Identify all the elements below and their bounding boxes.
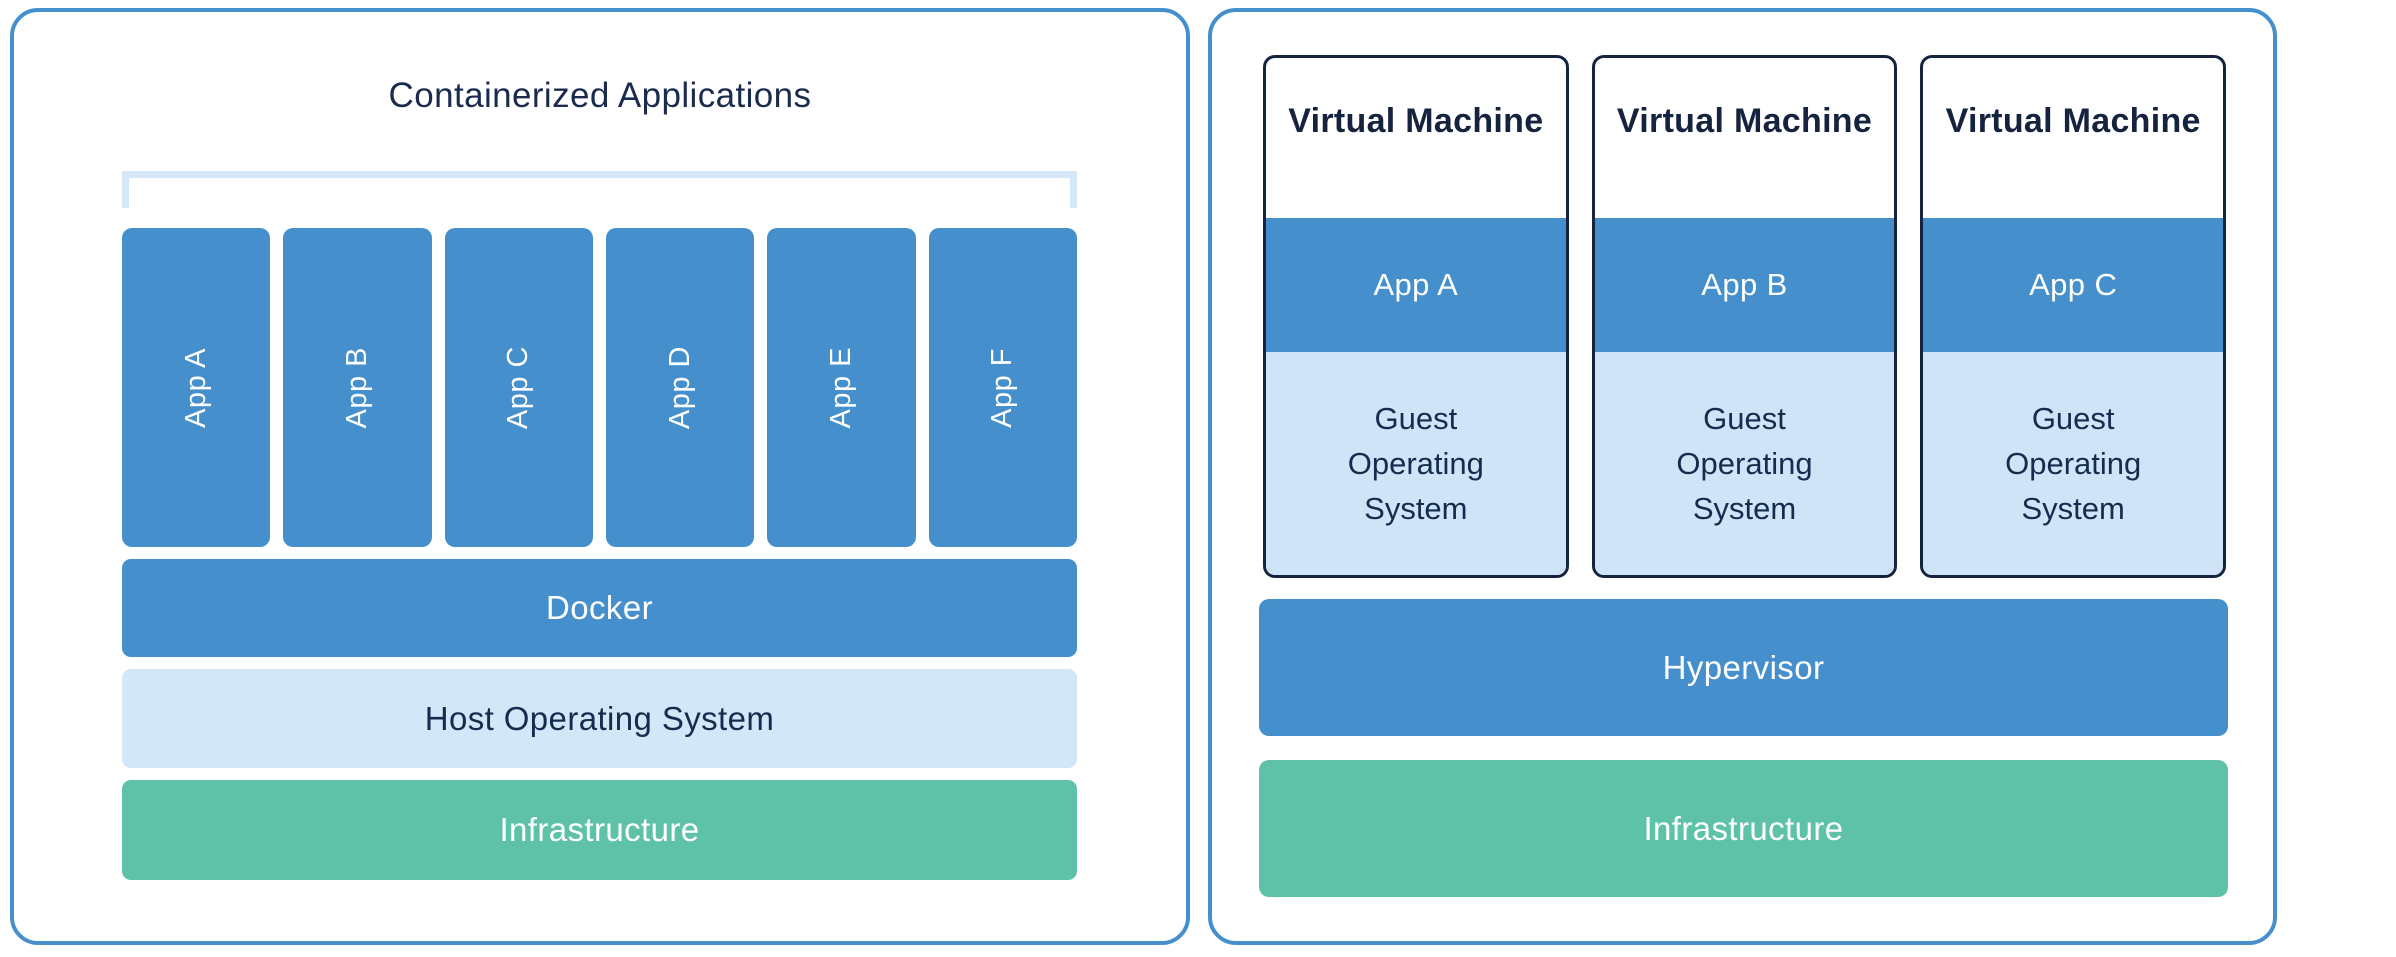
vm-card-2-guest-os-label: Guest Operating System: [1676, 401, 1813, 526]
container-group-bracket-icon: [122, 171, 1077, 208]
vm-card-3-guest-os: Guest Operating System: [1923, 352, 2224, 575]
vm-card-1-title: Virtual Machine: [1288, 102, 1544, 140]
vm-card-3-title: Virtual Machine: [1945, 102, 2201, 140]
container-app-d: App D: [605, 228, 755, 547]
vm-card-2-title: Virtual Machine: [1616, 102, 1873, 140]
vm-card-3: Virtual Machine App C Guest Operating Sy…: [1920, 55, 2227, 578]
container-apps-row: App A App B App C App D App E App F: [122, 228, 1077, 547]
container-app-c-label: App C: [502, 345, 535, 430]
vm-card-1-guest-os: Guest Operating System: [1266, 352, 1566, 575]
infrastructure-layer-right: Infrastructure: [1259, 760, 2228, 897]
container-app-e: App E: [767, 228, 916, 547]
container-app-b-label: App B: [340, 346, 373, 429]
virtual-machines-panel: Virtual Machine App A Guest Operating Sy…: [1208, 8, 2277, 945]
vm-card-1-app: App A: [1266, 218, 1566, 352]
containers-panel: Containerized Applications App A App B A…: [10, 8, 1190, 945]
vm-card-2-app: App B: [1594, 218, 1895, 352]
vm-card-2-guest-os: Guest Operating System: [1594, 352, 1895, 575]
container-app-a-label: App A: [179, 347, 212, 428]
vm-card-3-app: App C: [1923, 218, 2224, 352]
vm-card-2: Virtual Machine App B Guest Operating Sy…: [1591, 55, 1898, 578]
container-app-a: App A: [122, 228, 271, 547]
container-app-e-label: App E: [824, 346, 857, 429]
host-operating-system-layer: Host Operating System: [122, 669, 1077, 768]
container-app-c: App C: [444, 228, 593, 547]
containers-panel-title: Containerized Applications: [388, 76, 812, 115]
vm-card-1-guest-os-label: Guest Operating System: [1347, 401, 1484, 526]
vm-card-3-guest-os-label: Guest Operating System: [2005, 401, 2142, 526]
docker-layer: Docker: [122, 559, 1077, 657]
container-app-f: App F: [928, 228, 1077, 547]
container-app-d-label: App D: [663, 345, 696, 430]
infrastructure-layer-left: Infrastructure: [122, 780, 1077, 880]
container-app-f-label: App F: [986, 347, 1019, 428]
vm-card-1: Virtual Machine App A Guest Operating Sy…: [1263, 55, 1569, 578]
vm-row: Virtual Machine App A Guest Operating Sy…: [1263, 55, 2227, 578]
container-app-b: App B: [283, 228, 432, 547]
hypervisor-layer: Hypervisor: [1259, 599, 2228, 736]
